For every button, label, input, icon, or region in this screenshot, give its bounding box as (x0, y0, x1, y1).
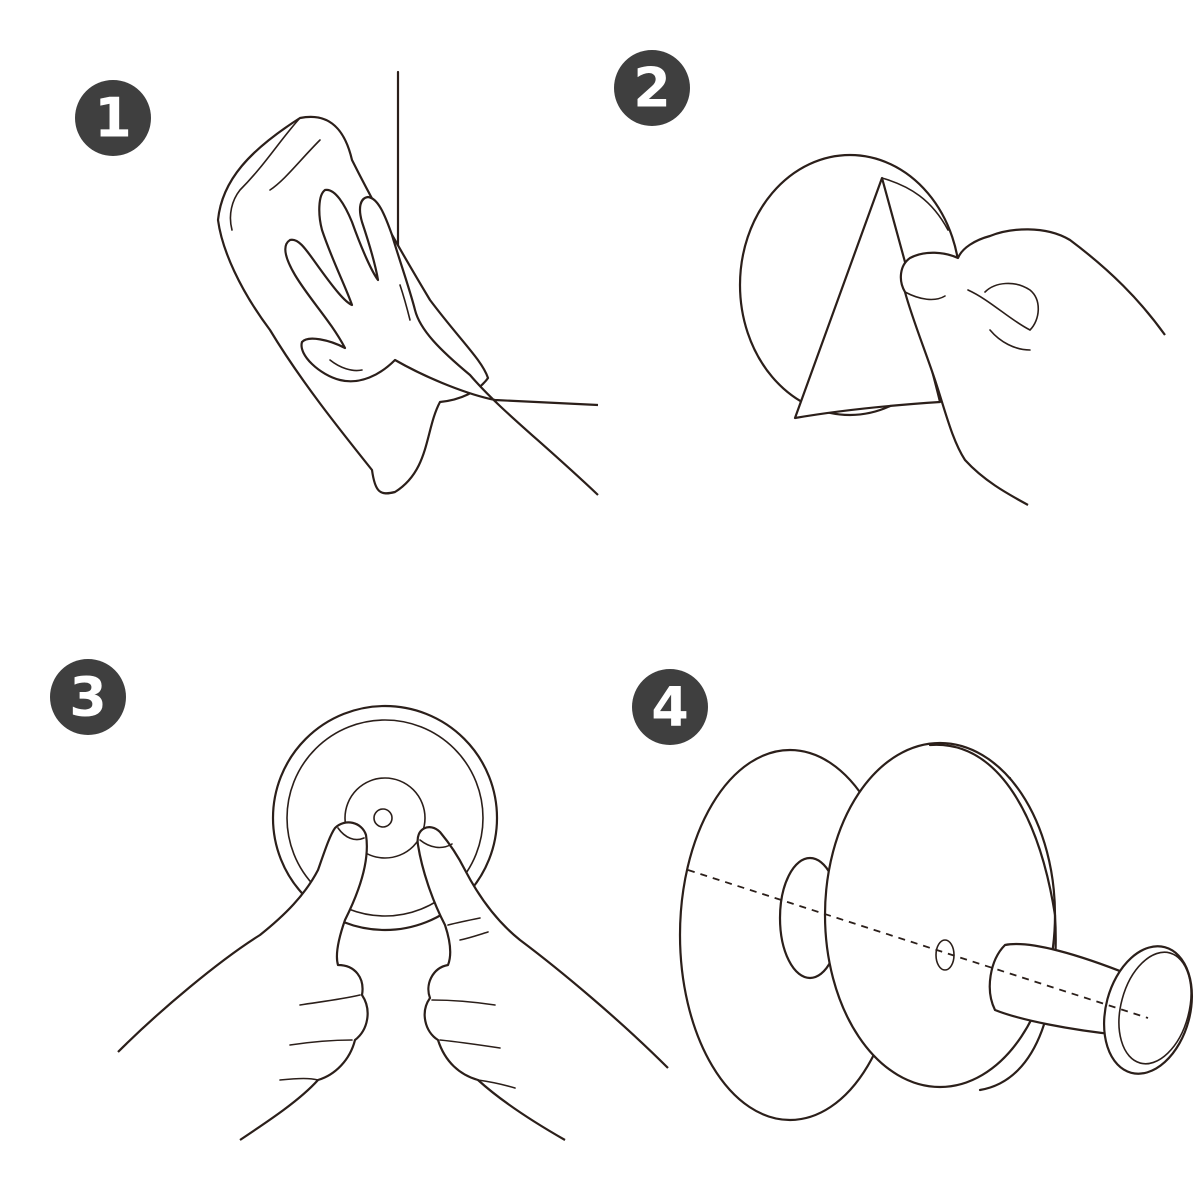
peel-film-illustration (738, 153, 1166, 506)
press-disc-illustration (117, 704, 669, 1141)
right-thumb-nail (419, 839, 453, 849)
left-pressing-hand (117, 821, 369, 1141)
disc-center-ring (344, 777, 426, 859)
peeling-hand (899, 228, 1166, 506)
cloth-fold-line (229, 117, 301, 231)
hook-cap-rim (1118, 951, 1192, 1065)
disc-center-hole (373, 808, 393, 828)
step-2-number: 2 (633, 57, 671, 120)
finger-crease-2 (989, 329, 1031, 351)
step-4-panel: 4 (632, 669, 1194, 1122)
right-finger-lines (431, 999, 516, 1089)
finger-crease (399, 284, 411, 321)
step-1-badge-circle (75, 80, 151, 156)
step-2-badge: 2 (614, 50, 690, 126)
hook-end-cap (1102, 945, 1194, 1075)
hook-base-plate (823, 741, 1057, 1089)
step-4-number: 4 (651, 676, 689, 739)
film-edge (881, 177, 949, 231)
step-4-badge-circle (632, 669, 708, 745)
step-3-panel: 3 (50, 659, 669, 1141)
cloth-fold-line-2 (269, 139, 321, 191)
hook-base-rim (928, 743, 1057, 1092)
right-pressing-hand (416, 826, 669, 1141)
step-4-badge: 4 (632, 669, 708, 745)
disc-outer-ring (271, 704, 499, 932)
step-2-badge-circle (614, 50, 690, 126)
wiping-hand (284, 188, 599, 496)
left-finger-lines (279, 994, 361, 1081)
left-thumb-nail (337, 827, 365, 841)
step-3-badge-circle (50, 659, 126, 735)
disc-inner-ring (286, 719, 484, 917)
curled-fingers (967, 282, 1040, 331)
step-1-panel: 1 (75, 70, 599, 496)
wipe-wall-illustration (216, 70, 599, 496)
step-2-panel: 2 (614, 50, 1166, 506)
step-3-badge: 3 (50, 659, 126, 735)
step-1-number: 1 (94, 87, 132, 150)
step-1-badge: 1 (75, 80, 151, 156)
hook-assembly-illustration (678, 741, 1194, 1122)
step-3-number: 3 (69, 666, 107, 729)
thumb-nail (904, 291, 946, 301)
alignment-axis-line (687, 869, 1149, 1019)
thumb-crease (329, 359, 363, 372)
right-thumb-crease (447, 917, 489, 941)
